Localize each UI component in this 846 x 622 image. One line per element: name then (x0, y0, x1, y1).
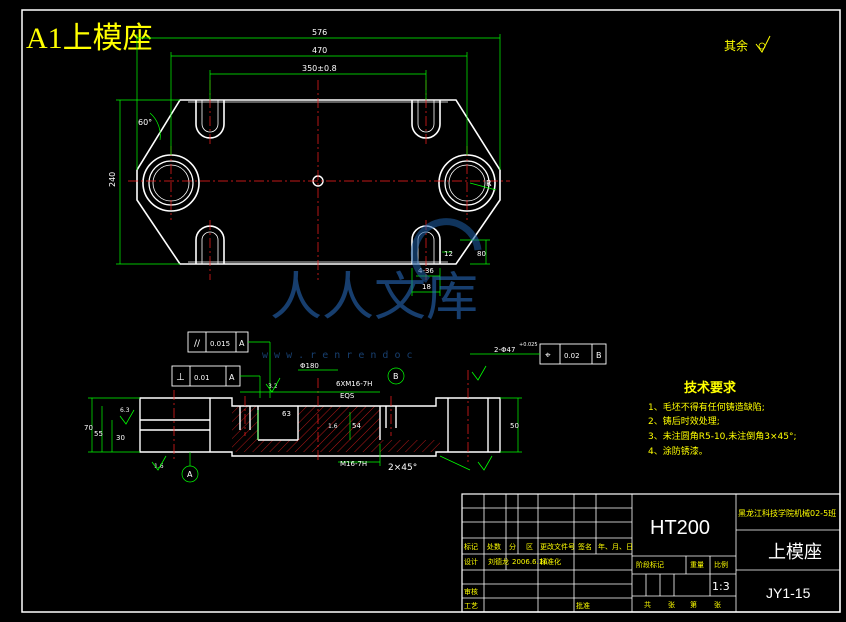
perp-symbol: ⊥ (176, 372, 185, 383)
tb-change-no: 更改文件号 (540, 542, 575, 551)
tb-approve: 批准 (576, 601, 590, 610)
tb-process: 工艺 (464, 602, 478, 610)
tech-req-item-2: 2、铸后时效处理; (648, 415, 720, 427)
dim-h55: 55 (94, 430, 103, 438)
dim-dia180: Φ180 (300, 362, 319, 370)
dim-h63: 63 (282, 410, 291, 418)
tb-region: 区 (526, 543, 533, 551)
tech-req-item-1: 1、毛坯不得有任何铸造缺陷; (648, 401, 765, 413)
tb-count: 处数 (487, 542, 501, 551)
dim-chamfer: 2×45° (388, 463, 417, 473)
dim-slot-span: 470 (312, 46, 327, 55)
tb-review: 审核 (464, 587, 478, 596)
tech-req-item-4: 4、涂防锈漆。 (648, 445, 708, 457)
dim-bore-tol: +0.025 (519, 342, 538, 348)
tb-total: 共 (644, 600, 651, 609)
dim-d2: 4-36 (418, 267, 434, 275)
dim-overall-width: 576 (312, 28, 327, 37)
tb-part-name: 上模座 (768, 542, 822, 563)
dim-d4: 80 (477, 250, 486, 258)
tb-school: 黑龙江科技学院机械02-5班 (738, 508, 836, 518)
rough-32: 3.2 (268, 383, 278, 390)
dim-thread2: M16-7H (340, 460, 367, 468)
tb-stage-mark: 阶段标记 (636, 560, 664, 569)
tb-sign: 签名 (578, 542, 592, 551)
flatness-symbol: // (194, 339, 201, 349)
tol-perp: 0.01 (194, 374, 210, 382)
tol-flatness: 0.015 (210, 340, 230, 348)
watermark-url: w w w . r e n r e n d o c (262, 350, 413, 361)
watermark-text: 人人文库 (270, 268, 478, 328)
drawing-frame (21, 9, 841, 613)
dim-inner-span: 350±0.8 (302, 64, 337, 73)
tb-scale-label: 比例 (714, 560, 728, 569)
surface-note: 其余 (724, 38, 748, 53)
tb-design: 设计 (464, 557, 478, 566)
tb-material: HT200 (650, 517, 710, 539)
tech-req-item-3: 3、未注圆角R5-10,未注倒角3×45°; (648, 430, 797, 442)
dim-height: 240 (108, 172, 117, 187)
dim-thread1: 6XM16-7H (336, 380, 372, 388)
rough-16b: 1.6 (328, 423, 338, 430)
dim-d1: 12 (444, 250, 453, 258)
dim-d3: 18 (422, 283, 431, 291)
section-view: // ⊥ ⌖ 0.015 A 0.01 A 0.02 B A B 2-Φ47 +… (84, 331, 607, 483)
title-block (461, 493, 841, 613)
tb-sheet: 张 (668, 600, 675, 609)
tb-date: 2006.6.16 (512, 558, 548, 566)
tol-datum-a1: A (239, 339, 245, 348)
dim-h70: 70 (84, 424, 93, 432)
dim-h30: 30 (116, 434, 125, 442)
datum-b-marker: B (393, 372, 399, 381)
top-view-outline (136, 99, 501, 265)
tol-datum-b: B (596, 351, 602, 360)
tb-sheet2: 张 (714, 600, 721, 609)
tb-mark: 标记 (464, 542, 478, 551)
tol-datum-a2: A (229, 373, 235, 382)
tb-zone: 分 (509, 542, 516, 551)
tb-standard: 标准化 (540, 557, 561, 566)
watermark: 人人文库 w w w . r e n r e n d o c (262, 218, 482, 361)
tb-no: 第 (690, 600, 697, 609)
top-view: 576 470 350±0.8 240 60° R 12 4-36 18 80 (108, 28, 510, 296)
datum-a-marker: A (187, 470, 193, 479)
rough-16a: 1.6 (154, 463, 164, 470)
tb-scale: 1:3 (712, 580, 730, 593)
tol-position: 0.02 (564, 352, 580, 360)
dim-h50: 50 (510, 422, 519, 430)
dim-angle: 60° (138, 118, 152, 127)
tb-designer: 刘德龙 (488, 557, 509, 566)
dim-radius: R (486, 179, 492, 188)
tech-req-title: 技术要求 (684, 380, 737, 396)
tb-ymd: 年、月、日 (598, 542, 633, 551)
dim-h54: 54 (352, 422, 361, 430)
sheet-title: A1上模座 (26, 22, 153, 55)
tb-drawing-no: JY1-15 (766, 585, 811, 601)
rough-63: 6.3 (120, 407, 130, 414)
tech-requirements: 技术要求 1、毛坯不得有任何铸造缺陷; 2、铸后时效处理; 3、未注圆角R5-1… (648, 380, 797, 457)
roughness-symbol (755, 35, 771, 53)
dim-bore: 2-Φ47 (494, 346, 515, 354)
tb-weight: 重量 (690, 561, 704, 569)
position-symbol: ⌖ (545, 350, 551, 361)
dim-eqs: EQS (340, 392, 355, 400)
